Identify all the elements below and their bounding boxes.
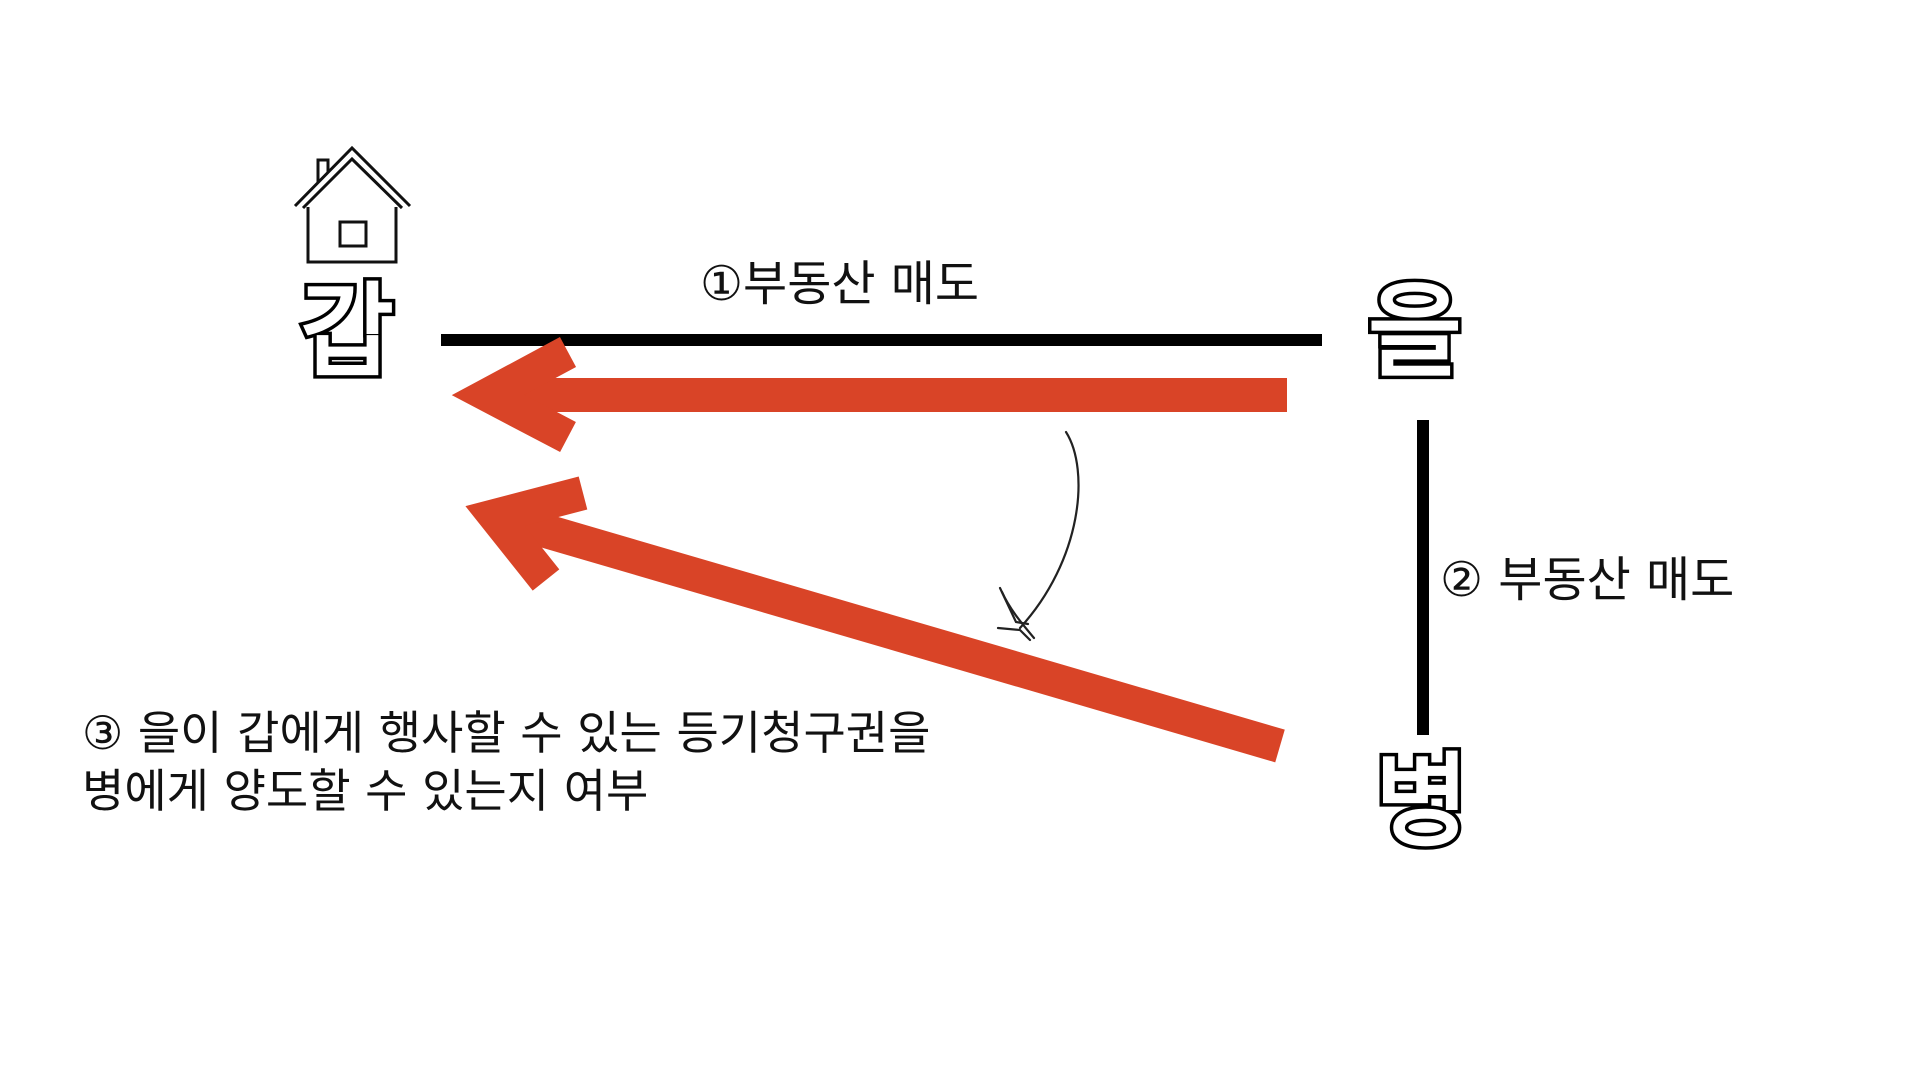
sale-label-2: ② 부동산 매도: [1440, 552, 1735, 608]
hand-drawn-curve-arrow: [996, 430, 1080, 642]
house-icon: [293, 145, 412, 264]
sale-label-1: ①부동산 매도: [700, 256, 980, 312]
question-line-2: 병에게 양도할 수 있는지 여부: [82, 764, 649, 818]
question-line-1: ③ 을이 갑에게 행사할 수 있는 등기청구권을: [82, 706, 931, 760]
party-eul: 을: [1365, 273, 1466, 392]
claim-arrow-eul-to-gap: [451, 337, 1287, 453]
question-label: ③ 을이 갑에게 행사할 수 있는 등기청구권을 병에게 양도할 수 있는지 여…: [82, 704, 930, 820]
party-byeong: 병: [1372, 743, 1473, 862]
party-gap: 갑: [297, 273, 398, 392]
assignment-arrow-byeong-to-gap: [465, 476, 1285, 763]
